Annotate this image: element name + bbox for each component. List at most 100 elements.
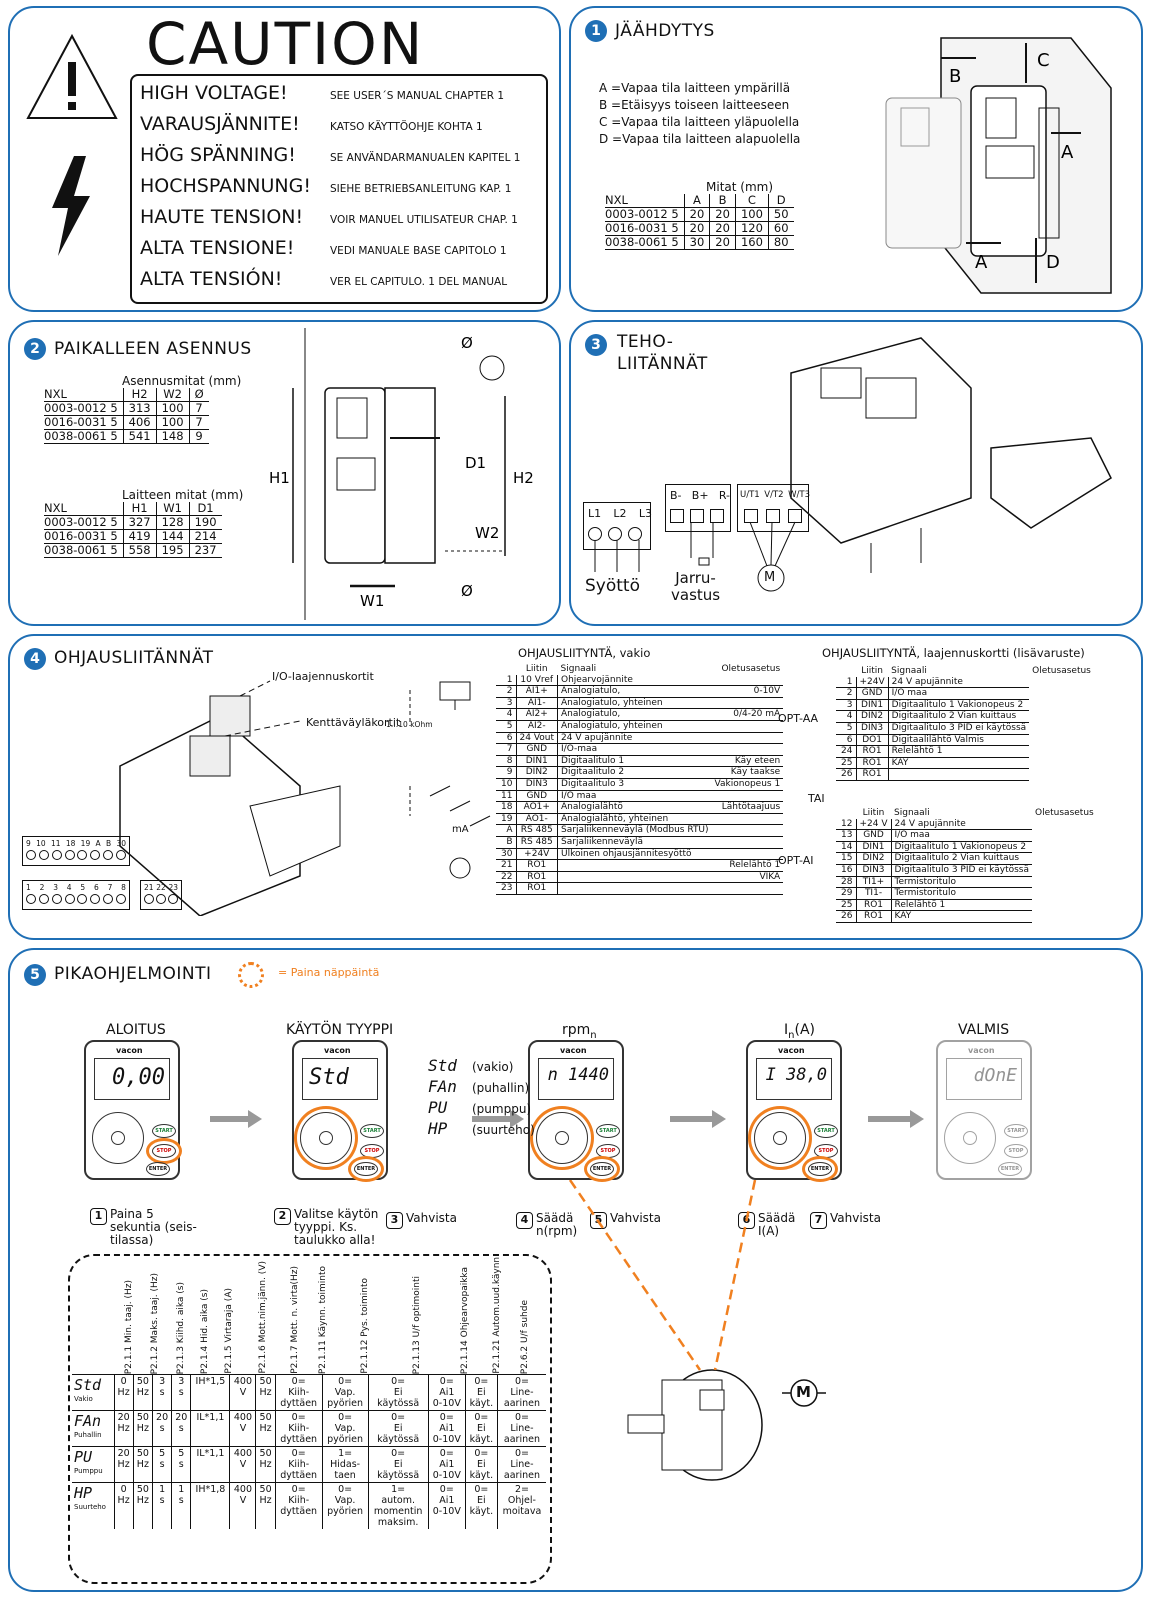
- param-cell: 50 Hz: [132, 1410, 153, 1447]
- param-header: P2.1.21 Autom.uud.käynn.: [492, 1254, 502, 1374]
- table-cell: AI2+: [516, 708, 559, 721]
- param-cell: 0= Ai1 0-10V: [427, 1410, 466, 1447]
- header-cell: Signaali: [891, 666, 927, 676]
- table-cell: Analogiatulo, yhteinen: [557, 720, 712, 733]
- param-cell: 0= Line- aarinen: [496, 1410, 546, 1447]
- flow-arrows: [210, 1110, 924, 1128]
- table-cell: 419: [122, 529, 157, 544]
- param-cell: 400 V: [229, 1446, 256, 1483]
- table-cell: 1: [836, 676, 857, 689]
- nav-pad[interactable]: [92, 1112, 144, 1164]
- control-title: OHJAUSLIITÄNNÄT: [54, 648, 214, 668]
- table-cell: 20: [683, 221, 710, 236]
- table-cell: 20: [709, 207, 736, 222]
- param-cell: 0= Ai1 0-10V: [427, 1374, 466, 1411]
- table-cell: Digitaalitulo 1 Vakionopeus 2: [888, 699, 1030, 712]
- table-cell: DIN1: [856, 841, 892, 854]
- nav-pad[interactable]: [944, 1112, 996, 1164]
- terminal-screw: [38, 894, 49, 904]
- quick-title: PIKAOHJELMOINTI: [54, 964, 212, 984]
- enter-button[interactable]: ENTER: [354, 1162, 378, 1176]
- legend-a: A =Vapaa tila laitteen ympärillä: [599, 81, 791, 95]
- header-cell: Liitin: [525, 664, 548, 674]
- nav-pad[interactable]: [300, 1112, 352, 1164]
- table-cell: 1: [496, 674, 517, 687]
- svg-text:D: D: [1046, 252, 1060, 273]
- table-cell: AI2-: [516, 720, 559, 733]
- start-button[interactable]: START: [152, 1124, 176, 1138]
- table-cell: Sarjaliikenneväylä: [557, 836, 712, 849]
- param-cell: 0= Kiih- dyttäen: [274, 1446, 323, 1483]
- mounting-panel: 2 PAIKALLEEN ASENNUS Asennusmitat (mm) N…: [8, 320, 561, 626]
- stop-button[interactable]: STOP: [814, 1144, 838, 1158]
- table-cell: +24V: [856, 676, 889, 689]
- table-cell: 25: [836, 899, 857, 912]
- param-name: Vakio: [74, 1395, 93, 1403]
- caution-small: SIEHE BETRIEBSANLEITUNG KAP. 1: [330, 183, 512, 195]
- start-button[interactable]: START: [814, 1124, 838, 1138]
- table-cell: 0-10V: [711, 685, 784, 698]
- param-header: P2.1.1 Min. taaj. (Hz): [124, 1279, 134, 1374]
- enter-button[interactable]: ENTER: [146, 1162, 170, 1176]
- param-cell: 20 s: [151, 1410, 172, 1447]
- table-cell: 15: [836, 852, 857, 865]
- stop-button[interactable]: STOP: [152, 1144, 176, 1158]
- param-cell: 0= Ei käytössä: [367, 1446, 429, 1483]
- nav-pad[interactable]: [536, 1112, 588, 1164]
- table-cell: GND: [516, 743, 559, 756]
- svg-text:C: C: [1037, 50, 1050, 71]
- mounting-title: PAIKALLEEN ASENNUS: [54, 339, 252, 359]
- start-button[interactable]: START: [1004, 1124, 1028, 1138]
- param-header: P2.1.14 Ohjearvopaikka: [460, 1266, 470, 1374]
- type-code: HP: [428, 1119, 448, 1138]
- terminal-number: 10: [36, 839, 46, 848]
- caution-row: ALTA TENSIONE!VEDI MANUALE BASE CAPITOLO…: [140, 237, 544, 268]
- table-cell: 20: [709, 235, 736, 250]
- brake-terminals: B-B+R-: [665, 484, 731, 532]
- cooling-table-caption: Mitat (mm): [706, 180, 774, 194]
- wiring-sketch: [409, 681, 491, 879]
- param-cell: 0= Ei käytössä: [367, 1374, 429, 1411]
- table-cell: +24 V: [856, 818, 892, 831]
- table-header: B: [709, 194, 736, 208]
- table-cell: 327: [122, 515, 157, 530]
- param-cell: IH*1,8: [190, 1482, 230, 1529]
- terminal-number: 11: [50, 839, 61, 848]
- nav-pad[interactable]: [754, 1112, 806, 1164]
- motor-symbol: M: [764, 570, 776, 585]
- step-number: 4: [516, 1212, 533, 1229]
- param-header: P2.1.13 U/f optimointi: [412, 1275, 422, 1374]
- table-cell: 9: [188, 429, 209, 444]
- table-cell: GND: [856, 829, 892, 842]
- step-text: Valitse käytön tyyppi. Ks. taulukko alla…: [294, 1207, 379, 1247]
- enter-button[interactable]: ENTER: [808, 1162, 832, 1176]
- param-cell: 0= Kiih- dyttäen: [274, 1410, 323, 1447]
- enter-button[interactable]: ENTER: [590, 1162, 614, 1176]
- start-button[interactable]: START: [360, 1124, 384, 1138]
- param-header: P2.1.4 Hid. aika (s): [200, 1288, 210, 1374]
- table-cell: 20: [683, 207, 710, 222]
- mounting-drawing: H1 H2 D1 W1 W2 Ø Ø: [269, 328, 534, 620]
- table-cell: 0038-0061 5: [605, 235, 685, 250]
- stop-button[interactable]: STOP: [360, 1144, 384, 1158]
- param-header: P2.1.5 Virtaraja (A): [224, 1288, 234, 1374]
- stop-button[interactable]: STOP: [1004, 1144, 1028, 1158]
- param-header: P2.1.7 Mott. n. virta(Hz): [290, 1266, 300, 1374]
- stop-button[interactable]: STOP: [596, 1144, 620, 1158]
- tai-label: TAI: [808, 792, 825, 805]
- param-cell: 0 Hz: [113, 1482, 134, 1529]
- table-cell: 11: [496, 790, 517, 803]
- start-button[interactable]: START: [596, 1124, 620, 1138]
- param-cell: 400 V: [229, 1482, 256, 1529]
- enter-button[interactable]: ENTER: [998, 1162, 1022, 1176]
- table-cell: 3: [496, 697, 517, 710]
- table-cell: 25: [836, 757, 857, 770]
- table-cell: 24: [836, 745, 857, 758]
